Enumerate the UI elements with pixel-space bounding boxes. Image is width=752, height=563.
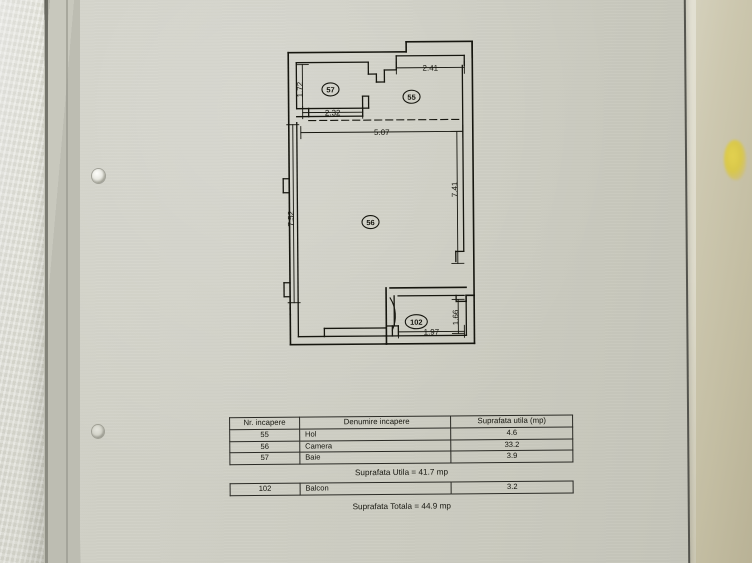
binder-highlight — [0, 0, 46, 563]
paper-sheet: 2.41 2.32 5.07 1.97 1.72 7.41 7.52 1.66 … — [73, 0, 691, 563]
dim-2-41: 2.41 — [422, 64, 438, 73]
yellow-stain — [724, 140, 746, 180]
cell-area: 3.2 — [451, 481, 574, 494]
cell-nr: 55 — [229, 429, 300, 442]
cell-nr: 56 — [229, 440, 300, 454]
dim-1-97: 1.97 — [424, 328, 440, 337]
dim-2-32: 2.32 — [325, 108, 341, 117]
room-schedule: Nr. incapere Denumire incapere Suprafata… — [229, 415, 574, 518]
punch-hole-top — [92, 169, 105, 183]
cell-area: 3.9 — [451, 450, 573, 464]
punch-hole-bottom — [92, 425, 104, 438]
dim-1-66: 1.66 — [451, 309, 460, 325]
room-marker-57-circle — [321, 82, 340, 97]
room-marker-56: 56 — [366, 218, 374, 227]
dashed-boundary — [308, 118, 464, 122]
cell-name: Balcon — [299, 482, 452, 495]
main-room-table: Nr. incapere Denumire incapere Suprafata… — [229, 415, 573, 466]
room-marker-55: 55 — [407, 93, 415, 102]
dim-5-07: 5.07 — [374, 128, 390, 137]
floor-plan-svg: 2.41 2.32 5.07 1.97 1.72 7.41 7.52 1.66 … — [282, 40, 476, 346]
cell-nr: 57 — [229, 452, 300, 465]
dim-7-52: 7.52 — [286, 210, 295, 226]
dim-7-41: 7.41 — [450, 181, 459, 197]
floor-plan-drawing: 2.41 2.32 5.07 1.97 1.72 7.41 7.52 1.66 … — [74, 0, 690, 563]
room-marker-57: 57 — [326, 85, 334, 94]
cell-name: Baie — [299, 451, 452, 465]
binder-spine-groove — [66, 0, 68, 563]
door-swing-arc — [389, 297, 396, 331]
room-marker-56-circle — [361, 215, 380, 230]
header-area: Suprafata utila (mp) — [450, 415, 573, 428]
header-nr: Nr. incapere — [229, 417, 300, 430]
binder-spine — [44, 0, 80, 563]
cell-area: 4.6 — [451, 426, 573, 440]
cell-area: 33.2 — [451, 438, 573, 452]
room-marker-102: 102 — [410, 318, 423, 327]
binder-cover — [0, 0, 46, 563]
binder-spine-shadow — [45, 0, 48, 563]
total-label: Suprafata Totala = 44.9 mp — [352, 501, 451, 512]
room-marker-55-circle — [402, 89, 421, 104]
cell-nr: 102 — [230, 483, 300, 496]
room-marker-102-circle — [404, 314, 428, 330]
dim-1-72: 1.72 — [295, 81, 304, 97]
